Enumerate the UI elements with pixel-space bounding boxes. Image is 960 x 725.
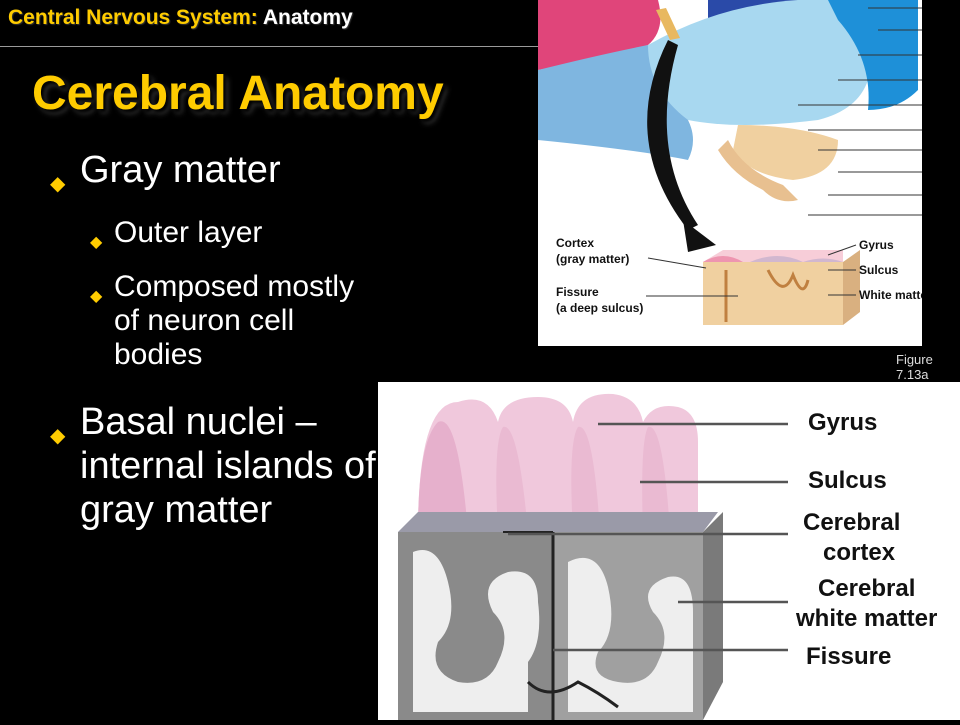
label-white-matter-1: Cerebral [818,575,915,602]
bullet-text: Gray matter [80,149,281,191]
bullet-dot-icon: ◆ [90,288,103,305]
label-cerebral-cortex-2: cortex [823,539,896,566]
label-white-matter: White matter [859,288,922,302]
bullet-text: Composed mostly of neuron cell bodies [114,270,355,371]
label-cortex: Cortex(gray matter) [556,236,629,266]
bullet-outer-layer: ◆ Outer layer [90,216,390,251]
bullet-dot-icon: ◆ [50,425,66,447]
slide-header: Central Nervous System: Anatomy [8,6,353,30]
slide-title: Cerebral Anatomy [32,67,444,120]
label-sulcus: Sulcus [808,467,887,494]
label-gyrus: Gyrus [859,238,894,252]
figure-cortex-section: Gyrus Sulcus Cerebral cortex Cerebral wh… [378,382,960,720]
label-gyrus: Gyrus [808,409,877,436]
label-fissure: Fissure [806,643,891,670]
bullet-list: ◆ Gray matter ◆ Outer layer ◆ Composed m… [50,148,390,532]
bullet-text: Basal nuclei – internal islands of gray … [80,401,376,531]
label-fissure: Fissure(a deep sulcus) [556,285,643,315]
header-divider [0,46,540,47]
bullet-composed: ◆ Composed mostly of neuron cell bodies [90,270,384,372]
header-section: Central Nervous System: [8,6,258,29]
label-cerebral-cortex-1: Cerebral [803,509,900,536]
bullet-text: Outer layer [114,216,263,249]
label-sulcus: Sulcus [859,263,899,277]
bullet-dot-icon: ◆ [50,173,66,195]
bullet-gray-matter: ◆ Gray matter [50,148,390,195]
figure-caption: Figure 7.13a [896,352,933,382]
label-white-matter-2: white matter [795,605,937,632]
figure-brain-diagram: Cortex(gray matter) Fissure(a deep sulcu… [538,0,932,346]
bullet-dot-icon: ◆ [90,234,103,251]
bullet-basal-nuclei: ◆ Basal nuclei – internal islands of gra… [50,400,380,532]
header-topic: Anatomy [262,6,353,29]
